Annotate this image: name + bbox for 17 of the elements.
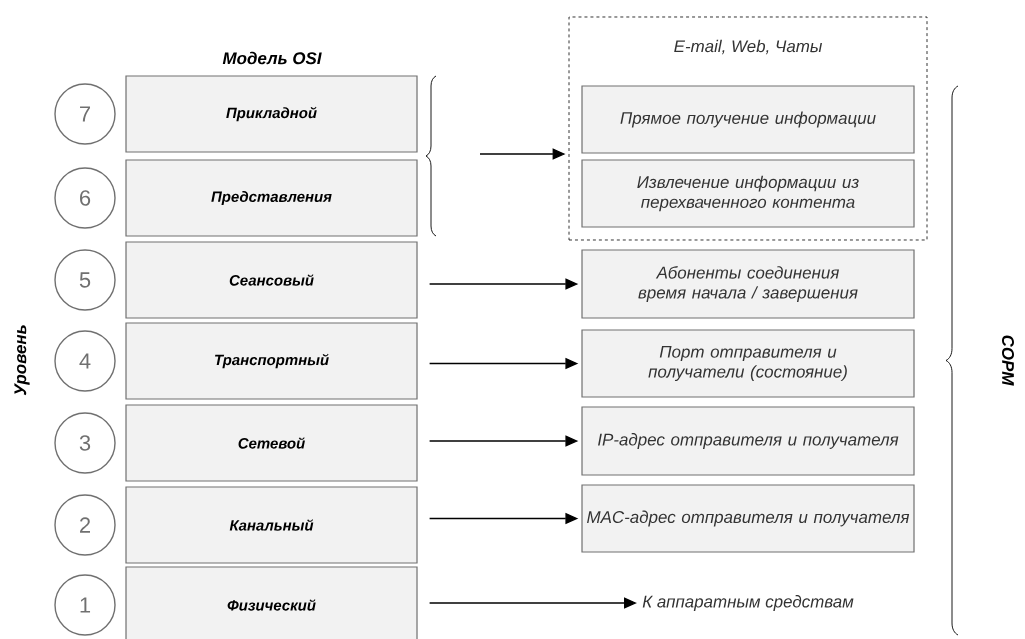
info-text: К аппаратным средствам [642,595,854,611]
layer-box: Представления [125,159,418,237]
info-box: MAC-адрес отправителя и получателя [581,484,915,553]
info-box: Абоненты соединения время начала / завершения [581,249,915,319]
layer-box: Сетевой [125,404,418,482]
layer-box: Физический [125,566,418,639]
column-heading: Модель OSI [222,51,322,65]
info-box: Порт отправителя и получатели (состояние) [581,329,915,398]
layer-box: Транспортный [125,322,418,400]
axis-label: СОРМ [1002,335,1014,386]
layer-box: Прикладной [125,75,418,153]
info-box: Извлечение информации из перехваченного контента [581,159,915,228]
axis-label: Уровень [14,325,30,396]
info-box: Прямое получение информации [581,85,915,154]
layer-box: Сеансовый [125,241,418,319]
info-box: IP-адрес отправителя и получателя [581,406,915,476]
layer-box: Канальный [125,486,418,564]
